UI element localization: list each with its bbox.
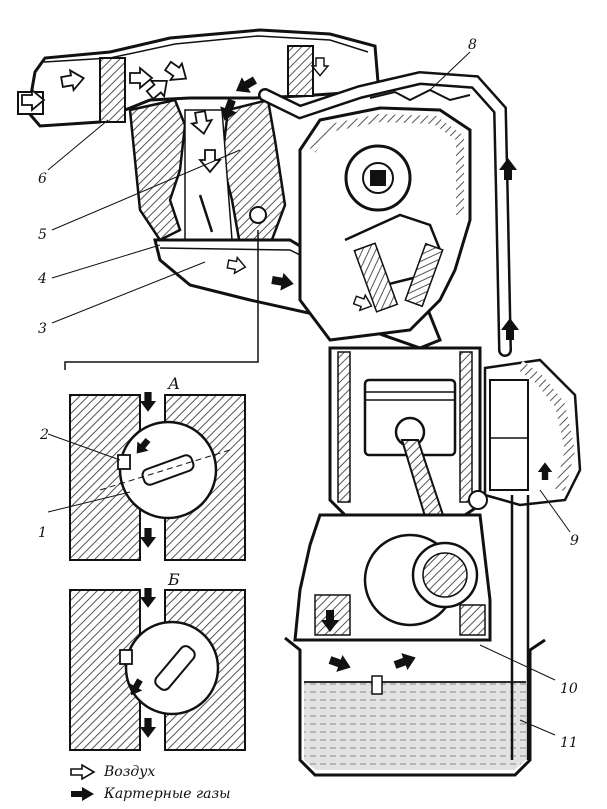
- cylinder-head: [298, 106, 472, 342]
- oil-separator: [468, 358, 582, 760]
- section-view-b: [69, 588, 246, 751]
- callout-10: 10: [560, 681, 578, 697]
- callout-1: 1: [38, 525, 47, 541]
- callout-4: 4: [38, 271, 47, 287]
- section-view-a: [69, 392, 246, 561]
- crankcase: [293, 513, 492, 642]
- section-label-a: А: [168, 374, 181, 393]
- callout-5: 5: [38, 227, 47, 243]
- legend-crankcase-gases: Картерные газы: [70, 786, 231, 802]
- legend-air: Воздух: [70, 764, 155, 780]
- section-label-b: Б: [168, 570, 180, 589]
- callout-leaders: [47, 51, 571, 736]
- oil-sump: [284, 636, 546, 777]
- callout-11: 11: [560, 735, 578, 751]
- carburetor-body: [128, 98, 287, 247]
- ventilation-hose: [258, 70, 512, 357]
- leader-line: [64, 230, 259, 370]
- callout-9: 9: [570, 533, 579, 549]
- hollow-arrow-icon: [70, 764, 96, 780]
- legend-air-label: Воздух: [104, 764, 156, 780]
- solid-arrow-icon: [71, 787, 94, 801]
- callout-6: 6: [38, 171, 47, 187]
- callout-3: 3: [38, 321, 47, 337]
- legend-crankcase-gases-label: Картерные газы: [104, 786, 231, 802]
- callout-8: 8: [468, 37, 477, 53]
- callout-2: 2: [40, 427, 49, 443]
